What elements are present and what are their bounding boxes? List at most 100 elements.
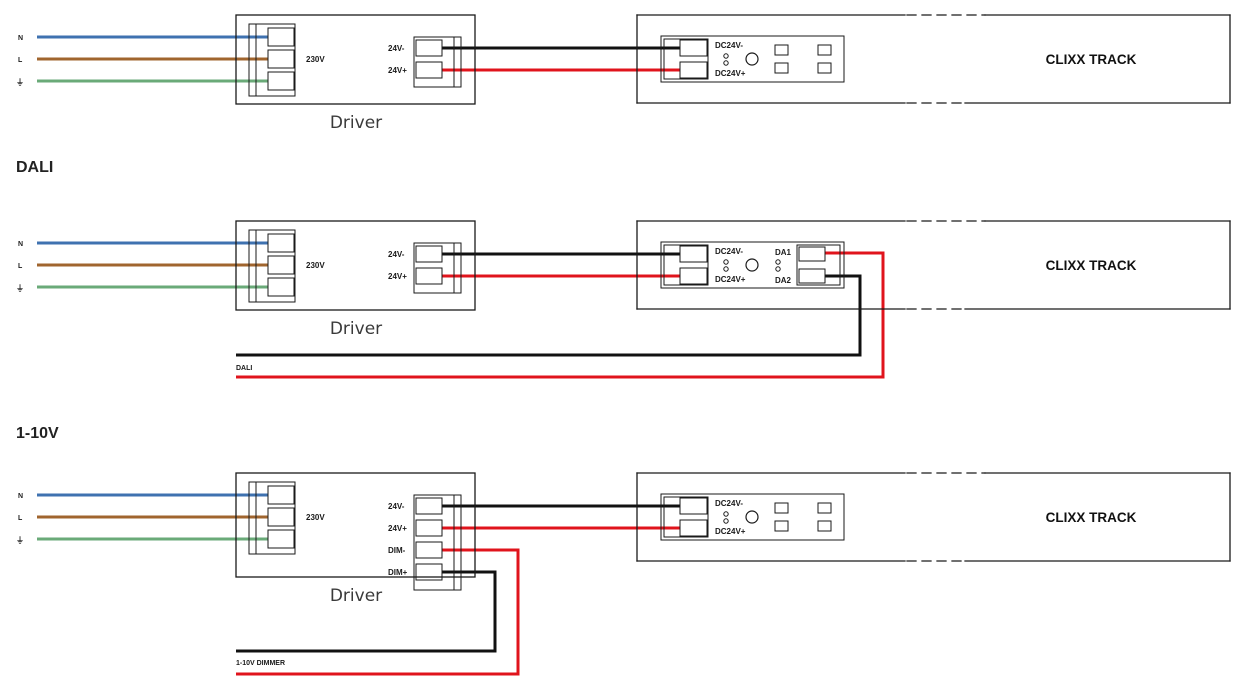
led-indicator-icon bbox=[723, 53, 729, 59]
driver-box bbox=[235, 220, 476, 311]
mains-voltage-label: 230V bbox=[306, 513, 325, 522]
driver-input-terminal-block bbox=[248, 229, 296, 303]
section-heading-dali: DALI bbox=[16, 159, 53, 176]
driver-label: Driver bbox=[330, 586, 382, 606]
connector-input-terminal-pos bbox=[679, 61, 708, 79]
connector-module bbox=[660, 35, 845, 83]
dc-neg-label: DC24V- bbox=[715, 499, 743, 508]
driver-output-terminal-pos bbox=[415, 267, 443, 285]
led-indicator-icon bbox=[723, 259, 729, 265]
driver-input-terminal-3 bbox=[267, 277, 295, 297]
led-indicator-icon bbox=[775, 266, 781, 272]
connector-slot bbox=[774, 520, 789, 532]
out-neg-label: 24V- bbox=[388, 250, 405, 259]
driver-label: Driver bbox=[330, 319, 382, 339]
connector-slot bbox=[774, 502, 789, 514]
track-label: CLIXX TRACK bbox=[1046, 510, 1137, 525]
out-neg-label: 24V- bbox=[388, 44, 405, 53]
connector-input-terminal-neg bbox=[679, 497, 708, 515]
connector-module bbox=[660, 241, 845, 289]
dc-neg-label: DC24V- bbox=[715, 247, 743, 256]
connector-slot bbox=[817, 520, 832, 532]
out-pos-label: 24V+ bbox=[388, 66, 407, 75]
earth-symbol-icon: ⏚ bbox=[16, 536, 24, 545]
driver-box bbox=[235, 14, 476, 105]
led-indicator-icon bbox=[775, 259, 781, 265]
live-label: L bbox=[18, 515, 23, 522]
driver-input-terminal-2 bbox=[267, 255, 295, 275]
connector-slot bbox=[774, 44, 789, 56]
dali-terminal-da1 bbox=[798, 246, 826, 262]
dc-pos-label: DC24V+ bbox=[715, 527, 746, 536]
earth-symbol-icon: ⏚ bbox=[16, 78, 24, 87]
connector-module bbox=[660, 493, 845, 541]
section-heading-1-10v: 1-10V bbox=[16, 425, 59, 442]
led-indicator-icon bbox=[723, 266, 729, 272]
mains-voltage-label: 230V bbox=[306, 261, 325, 270]
driver-input-terminal-2 bbox=[267, 507, 295, 527]
text-layer: N L ⏚ 230V Driver 24V- 24V+ CLIXX TRACK DC24V- DC… bbox=[16, 35, 1137, 667]
mains-voltage-label: 230V bbox=[306, 55, 325, 64]
shapes-layer bbox=[235, 14, 1231, 591]
dc-pos-label: DC24V+ bbox=[715, 69, 746, 78]
button-indicator-icon bbox=[745, 510, 759, 524]
led-indicator-icon bbox=[723, 518, 729, 524]
dali-bus-label: DALI bbox=[236, 365, 252, 372]
driver-output-terminal-block bbox=[413, 36, 462, 88]
earth-symbol-icon: ⏚ bbox=[16, 284, 24, 293]
out-pos-label: 24V+ bbox=[388, 272, 407, 281]
connector-input-block bbox=[663, 38, 709, 80]
driver-input-terminal-2 bbox=[267, 49, 295, 69]
connector-slot bbox=[817, 44, 832, 56]
connector-input-terminal-pos bbox=[679, 267, 708, 285]
connector-slot bbox=[817, 62, 832, 74]
button-indicator-icon bbox=[745, 258, 759, 272]
driver-output-terminal-pos bbox=[415, 61, 443, 79]
out-pos-label: 24V+ bbox=[388, 524, 407, 533]
driver-input-terminal-1 bbox=[267, 485, 295, 505]
connector-input-terminal-neg bbox=[679, 245, 708, 263]
driver-output-terminal-block bbox=[413, 242, 462, 294]
track-label: CLIXX TRACK bbox=[1046, 52, 1137, 67]
driver-output-terminal-dim-neg bbox=[415, 541, 443, 559]
neutral-label: N bbox=[18, 493, 23, 500]
driver-input-terminal-1 bbox=[267, 27, 295, 47]
driver-input-terminal-3 bbox=[267, 529, 295, 549]
dali-terminal-da2 bbox=[798, 268, 826, 284]
da2-label: DA2 bbox=[775, 276, 792, 285]
driver-input-terminal-block bbox=[248, 481, 296, 555]
driver-output-terminal-dim-pos bbox=[415, 563, 443, 581]
driver-label: Driver bbox=[330, 113, 382, 133]
dc-pos-label: DC24V+ bbox=[715, 275, 746, 284]
driver-output-terminal-block bbox=[413, 494, 462, 591]
button-indicator-icon bbox=[745, 52, 759, 66]
connector-slot bbox=[817, 502, 832, 514]
connector-input-block bbox=[663, 496, 709, 538]
driver-output-terminal-pos bbox=[415, 519, 443, 537]
dim-wire-black bbox=[236, 570, 497, 653]
live-label: L bbox=[18, 57, 23, 64]
dali-bus-wire-black bbox=[236, 274, 862, 357]
connector-input-terminal-pos bbox=[679, 519, 708, 537]
driver-output-terminal-neg bbox=[415, 245, 443, 263]
dimmer-bus-label: 1-10V DIMMER bbox=[236, 660, 285, 667]
dim-neg-label: DIM- bbox=[388, 546, 406, 555]
led-indicator-icon bbox=[723, 511, 729, 517]
driver-box bbox=[235, 472, 476, 578]
driver-output-terminal-neg bbox=[415, 497, 443, 515]
track-label: CLIXX TRACK bbox=[1046, 258, 1137, 273]
dim-pos-label: DIM+ bbox=[388, 568, 408, 577]
out-neg-label: 24V- bbox=[388, 502, 405, 511]
da1-label: DA1 bbox=[775, 248, 792, 257]
led-indicator-icon bbox=[723, 60, 729, 66]
connector-input-terminal-neg bbox=[679, 39, 708, 57]
dali-terminal-block bbox=[796, 244, 841, 286]
driver-input-terminal-1 bbox=[267, 233, 295, 253]
driver-input-terminal-block bbox=[248, 23, 296, 97]
dali-bus-wire-red bbox=[236, 251, 885, 379]
wires-layer bbox=[37, 35, 885, 676]
dim-wire-red bbox=[236, 548, 520, 676]
neutral-label: N bbox=[18, 35, 23, 42]
driver-output-terminal-neg bbox=[415, 39, 443, 57]
